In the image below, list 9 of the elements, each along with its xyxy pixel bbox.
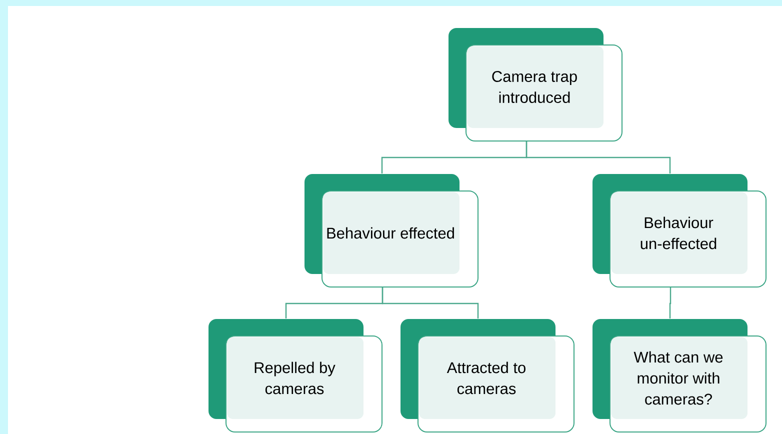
process-box: Repelled by cameras (208, 319, 382, 432)
connector-line (526, 142, 671, 174)
connector-line (669, 288, 672, 318)
process-box: Camera trap introduced (448, 28, 622, 142)
process-box: What can we monitor with cameras? (592, 319, 766, 432)
process-box: Behaviour un-effected (592, 174, 766, 288)
process-box: Attracted to cameras (400, 319, 574, 432)
connector-line (382, 288, 479, 318)
process-box: Behaviour effected (304, 174, 478, 288)
